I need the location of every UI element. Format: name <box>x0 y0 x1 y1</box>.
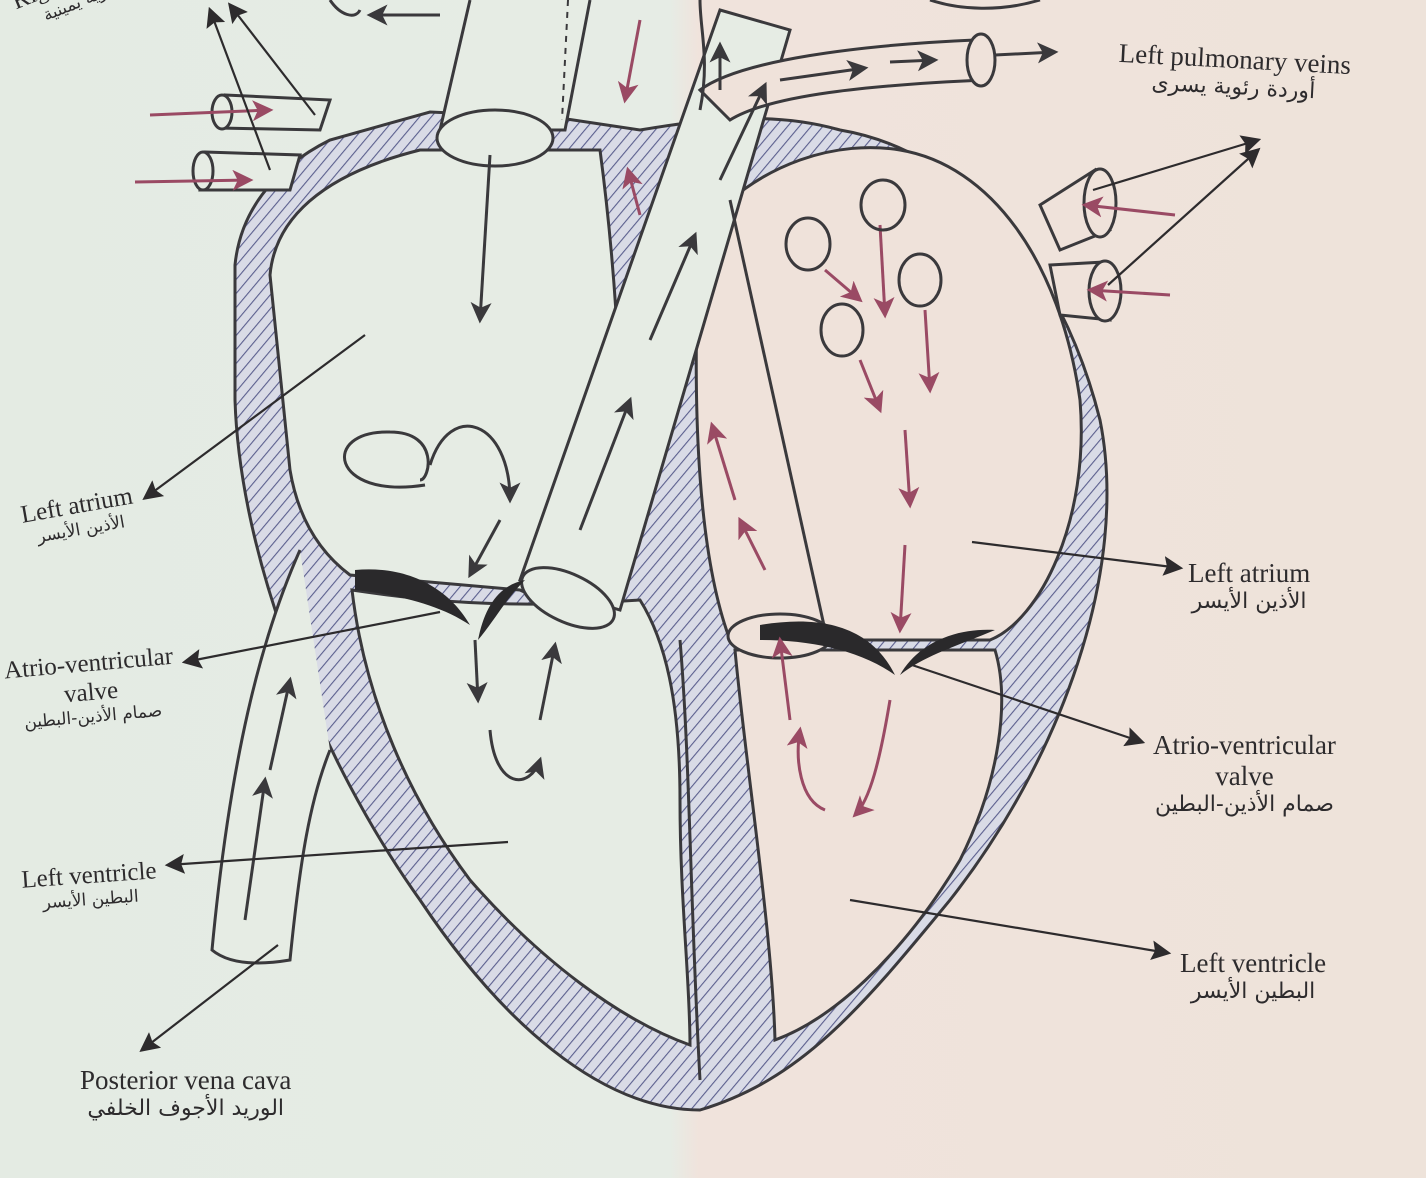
label-av-valve-right: Atrio-ventricular valve صمام الأذين-البط… <box>1153 730 1336 817</box>
label-left-pulmonary-veins: Left pulmonary veins أوردة رئوية يسرى <box>1117 38 1352 106</box>
label-left-atrium-right-en: Left atrium <box>1188 558 1310 589</box>
anterior-vena-cava-opening <box>437 110 553 166</box>
label-av-valve-right-ar: صمام الأذين-البطين <box>1153 792 1336 817</box>
label-av-valve-left: Atrio-ventricular valve صمام الأذين-البط… <box>3 643 178 735</box>
label-posterior-vena-cava-ar: الوريد الأجوف الخلفي <box>80 1096 291 1121</box>
label-left-ventricle-right-ar: البطين الأيسر <box>1180 979 1326 1004</box>
label-left-atrium-right-ar: الأذين الأيسر <box>1188 589 1310 614</box>
aorta-branch-end <box>967 34 995 86</box>
label-left-ventricle-right: Left ventricle البطين الأيسر <box>1180 948 1326 1004</box>
label-left-ventricle-right-en: Left ventricle <box>1180 948 1326 979</box>
right-pulmonary-vein-2 <box>200 152 300 190</box>
label-left-atrium-right: Left atrium الأذين الأيسر <box>1188 558 1310 614</box>
label-left-ventricle-left: Left ventricle البطين الأيسر <box>20 857 158 915</box>
label-posterior-vena-cava: Posterior vena cava الوريد الأجوف الخلفي <box>80 1065 291 1121</box>
label-av-valve-right-en1: Atrio-ventricular <box>1153 730 1336 761</box>
label-posterior-vena-cava-en: Posterior vena cava <box>80 1065 291 1096</box>
label-av-valve-right-en2: valve <box>1153 761 1336 792</box>
